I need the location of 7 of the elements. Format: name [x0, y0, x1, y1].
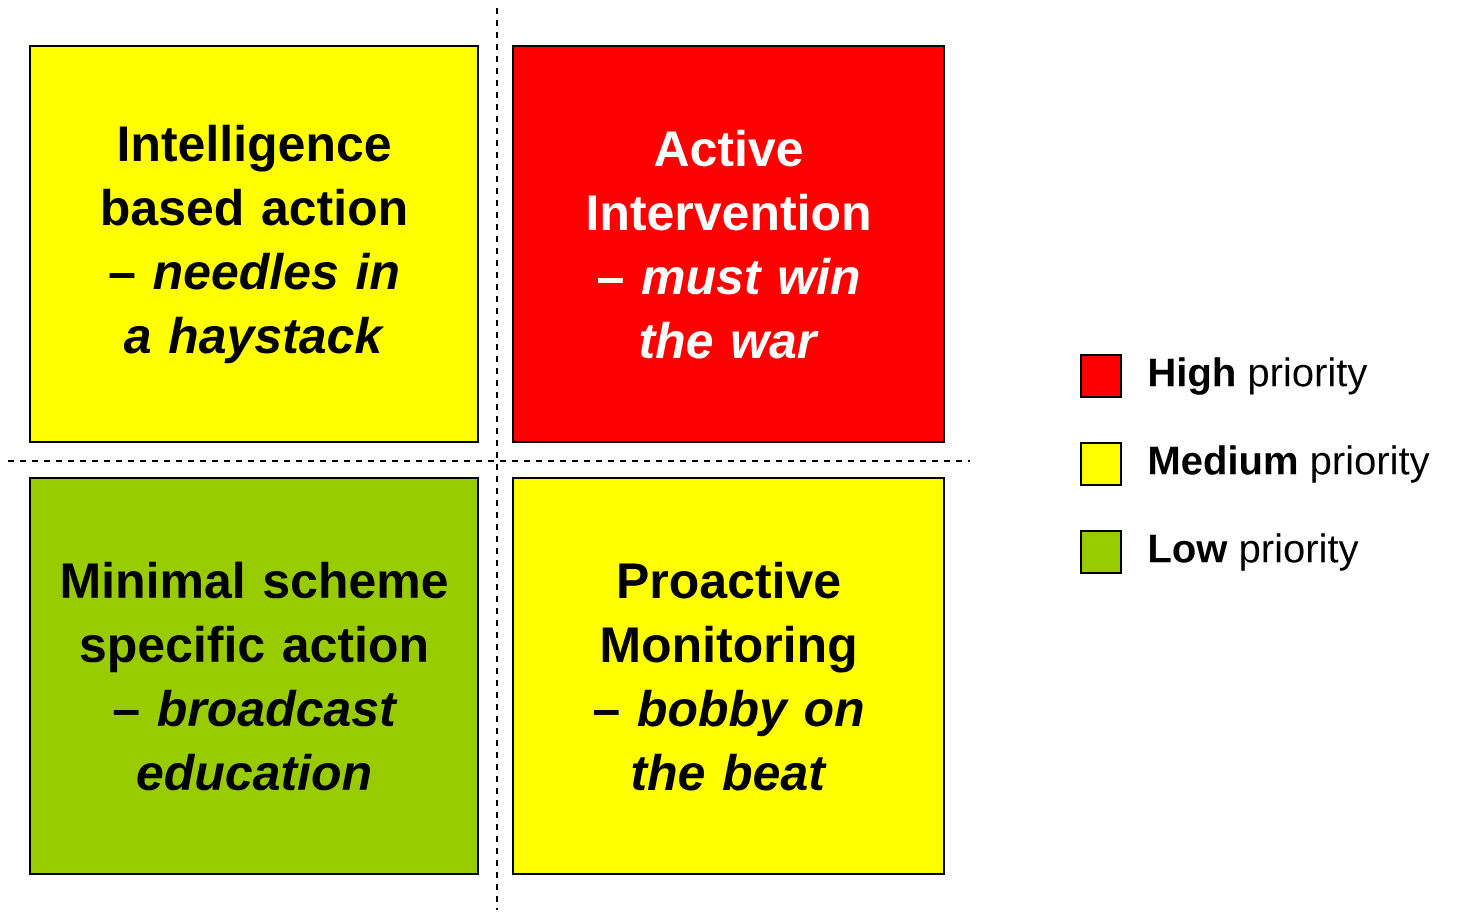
legend-label: High priority: [1150, 357, 1368, 395]
legend-label: Medium priority: [1150, 445, 1430, 483]
quadrant-box: Proactive Monitoring – bobby on the beat: [512, 477, 945, 875]
quadrant-box: Intelligence based action – needles in a haystack: [29, 45, 479, 443]
quadrant-box: Active Intervention – must win the war: [512, 45, 945, 443]
legend-label: Low priority: [1150, 533, 1359, 571]
quadrant-box: Minimal scheme specific action – broadcast education: [29, 477, 479, 875]
